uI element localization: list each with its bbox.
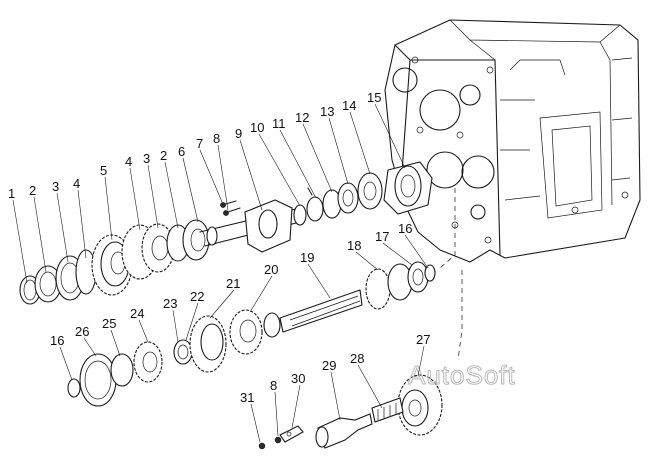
callout-7: 7 [196,136,203,151]
callout-28: 28 [350,351,364,366]
callout-29: 29 [322,358,336,373]
callout-8b: 8 [270,378,277,393]
callout-14: 14 [342,98,356,113]
callout-20: 20 [264,262,278,277]
callout-17: 17 [375,229,389,244]
callout-4: 4 [73,176,80,191]
callout-16: 16 [398,221,412,236]
callout-25: 25 [102,316,116,331]
callout-3b: 3 [143,151,150,166]
primary-shaft-assembly [19,161,433,305]
leader-lines [12,103,429,443]
callout-24: 24 [130,306,144,321]
callout-10: 10 [250,120,264,135]
callout-9: 9 [235,126,242,141]
callout-3: 3 [52,179,59,194]
secondary-shaft-assembly [67,261,436,407]
callout-23: 23 [163,296,177,311]
callout-26: 26 [75,324,89,339]
callout-11: 11 [272,116,286,131]
callout-12: 12 [295,110,309,125]
callout-19: 19 [300,250,314,265]
callout-1: 1 [8,186,15,201]
callout-4b: 4 [125,154,132,169]
callout-8: 8 [213,131,220,146]
callout-labels: 1 2 3 4 5 4 3 2 6 7 8 9 10 11 12 13 14 1… [8,90,430,405]
callout-27: 27 [416,332,430,347]
callout-21: 21 [226,276,240,291]
callout-13: 13 [320,104,334,119]
callout-18: 18 [347,238,361,253]
callout-22: 22 [190,289,204,304]
callout-6: 6 [178,144,185,159]
callout-31: 31 [240,390,254,405]
callout-2b: 2 [160,148,167,163]
watermark: AutoSoft [408,360,516,390]
reverse-idler-assembly [258,374,443,450]
gearbox-housing [384,19,641,263]
callout-30: 30 [291,371,305,386]
assembly-dashed-lines [439,188,463,361]
callout-15: 15 [367,90,381,105]
callout-16b: 16 [50,333,64,348]
callout-5: 5 [100,163,107,178]
callout-2: 2 [29,183,36,198]
